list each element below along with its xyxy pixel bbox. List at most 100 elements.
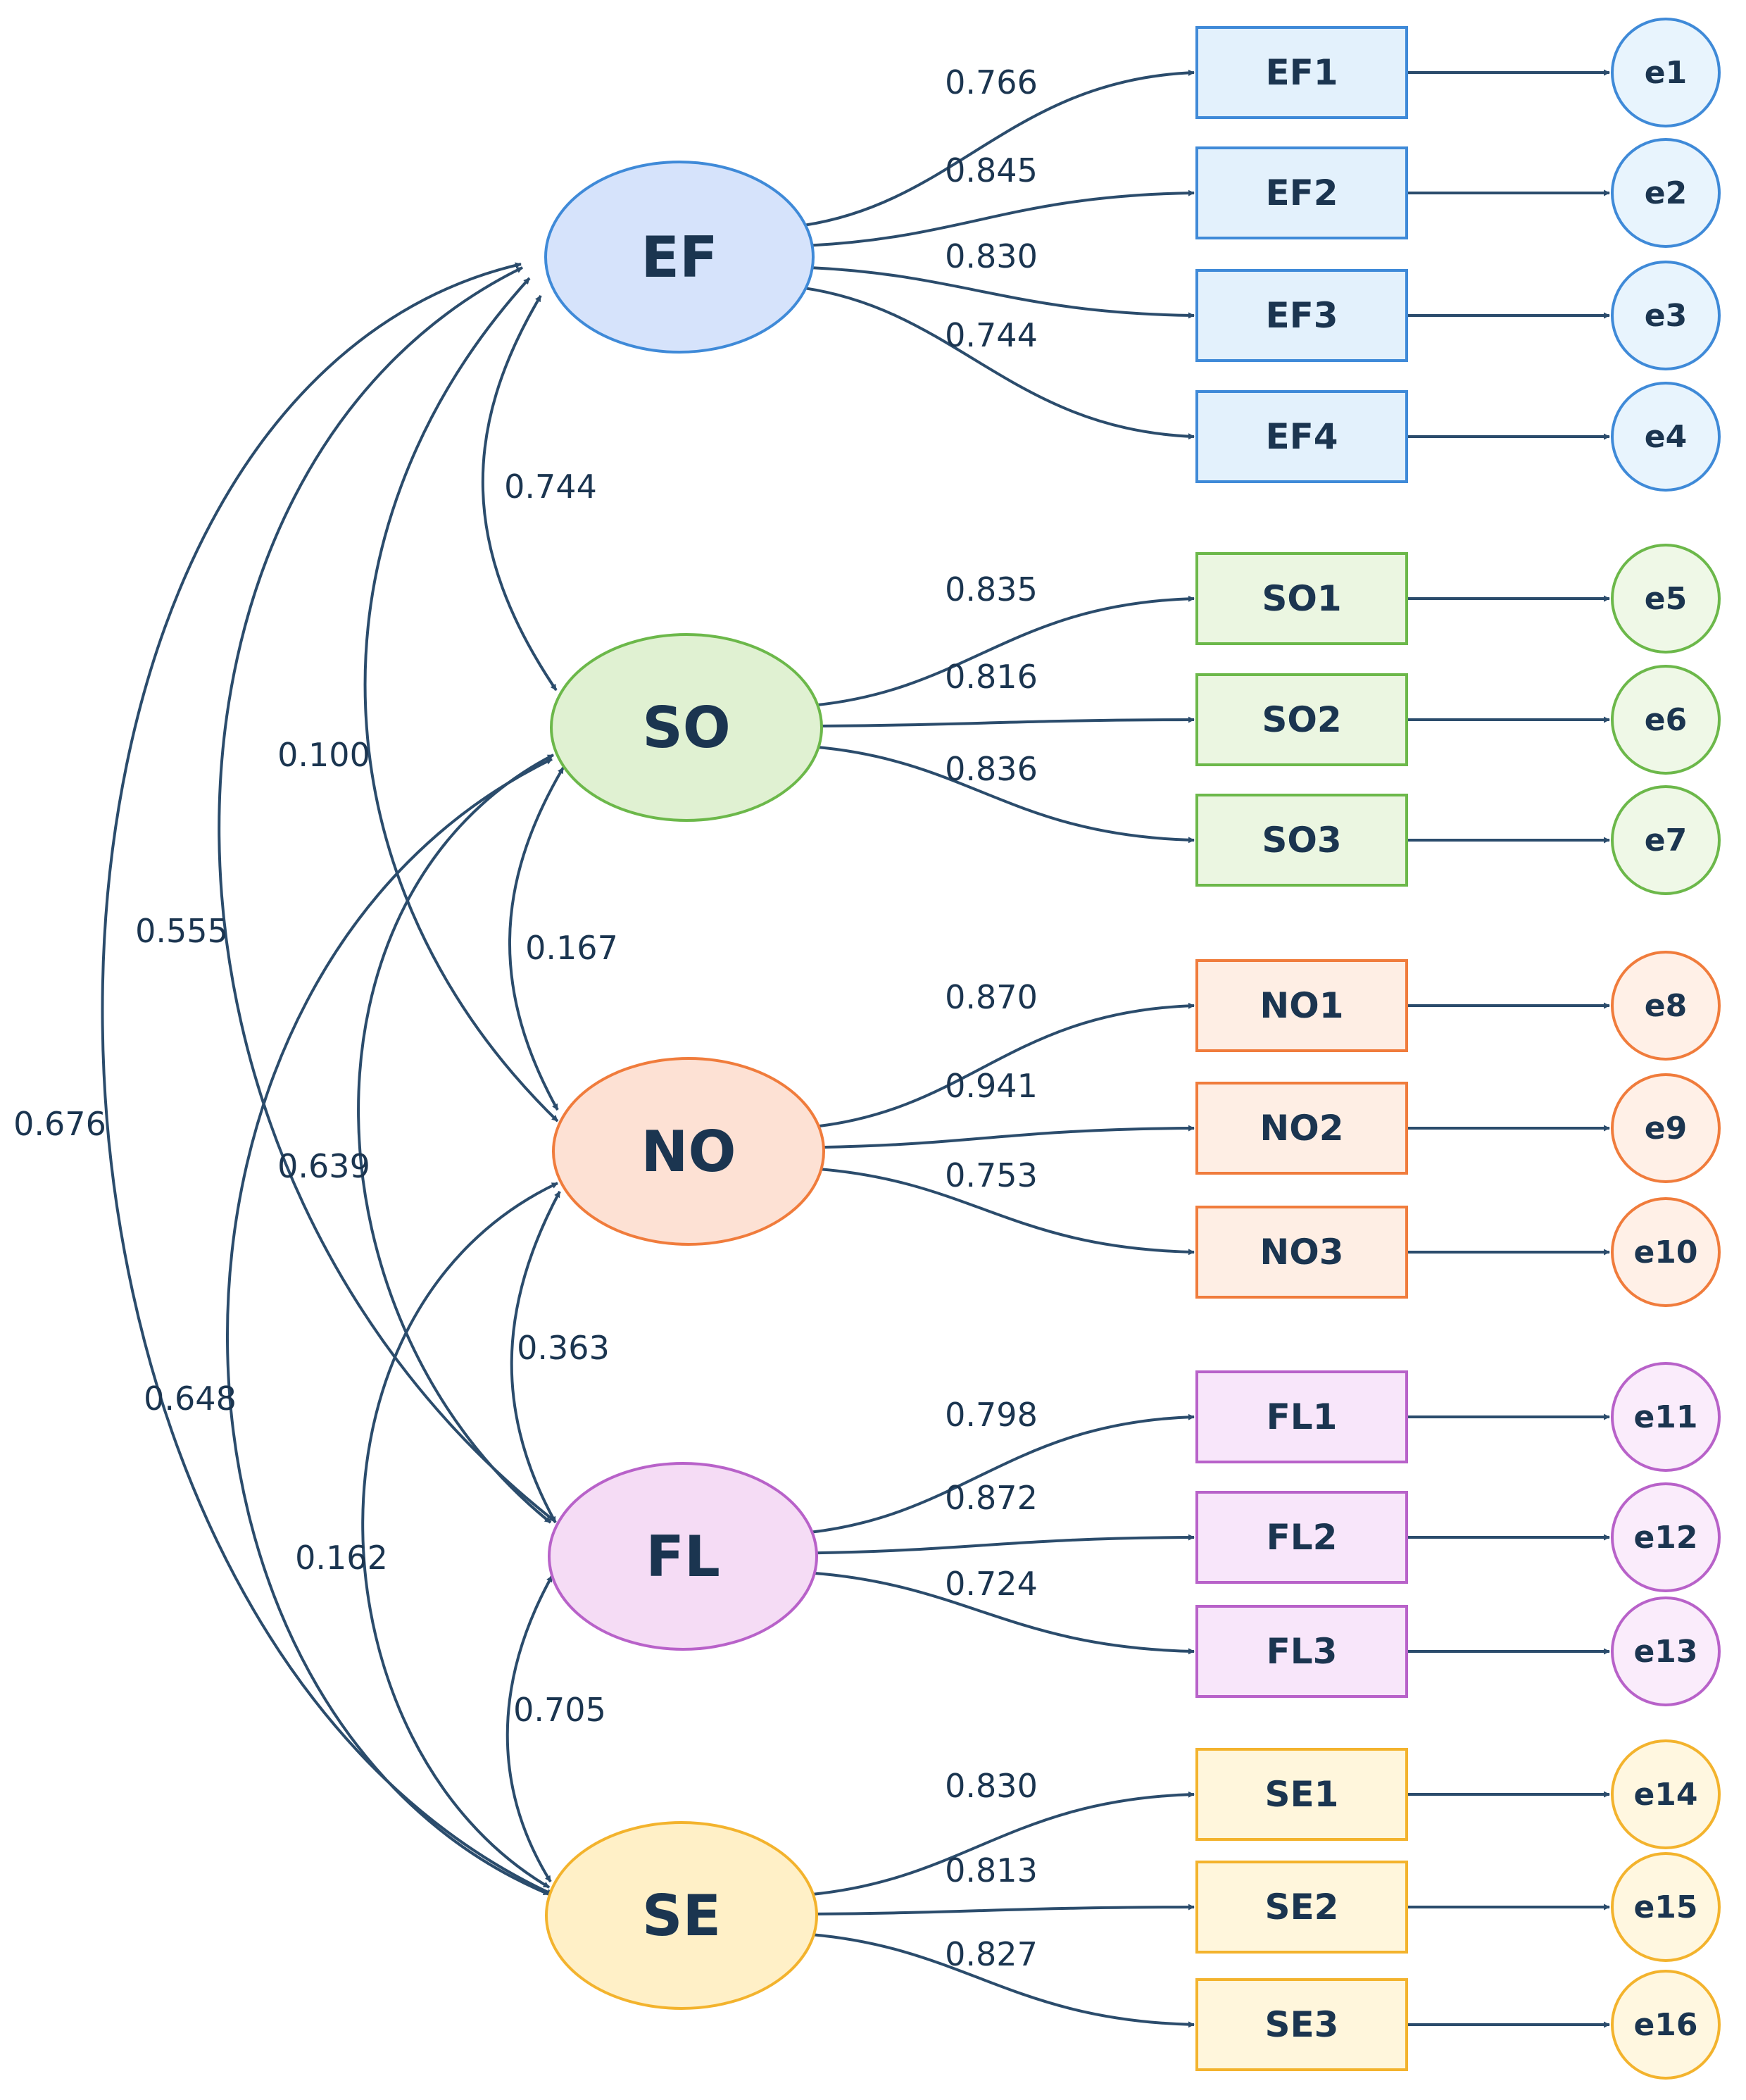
- loading-label-se3: 0.827: [945, 1935, 1038, 1973]
- correlation-paths: [101, 262, 565, 1896]
- error-label: e12: [1633, 1520, 1697, 1556]
- indicator-ef2: EF2: [1195, 146, 1408, 239]
- loading-arrow-se2: [814, 1904, 1195, 1915]
- coefficient-labels: 0.7440.1000.5550.6760.1670.6390.6480.363…: [13, 63, 1038, 1973]
- error-term-e14: e14: [1611, 1739, 1721, 1849]
- error-label: e2: [1645, 175, 1687, 211]
- error-circle: [1611, 18, 1721, 127]
- error-circle: [1611, 1970, 1721, 2080]
- latent-ellipse: [545, 1821, 818, 2010]
- indicator-box: [1195, 1370, 1408, 1463]
- latent-label: EF: [641, 225, 717, 290]
- error-term-e7: e7: [1611, 785, 1721, 895]
- latent-fl: FL: [548, 1462, 818, 1651]
- loading-label-so2: 0.816: [945, 658, 1038, 696]
- indicator-label: EF3: [1265, 295, 1338, 336]
- correlation-label-ef-so: 0.744: [504, 468, 597, 506]
- correlation-arrow-ef-fl: [218, 266, 556, 1523]
- indicator-label: EF1: [1265, 52, 1338, 93]
- indicator-label: EF4: [1265, 416, 1338, 457]
- error-label: e10: [1633, 1235, 1697, 1270]
- loading-label-ef2: 0.845: [945, 151, 1038, 189]
- loading-label-fl1: 0.798: [945, 1396, 1038, 1434]
- error-term-e8: e8: [1611, 951, 1721, 1061]
- indicator-label: SE2: [1265, 1887, 1339, 1927]
- error-label: e1: [1645, 55, 1687, 91]
- error-circle: [1611, 544, 1721, 654]
- indicator-se2: SE2: [1195, 1861, 1408, 1954]
- indicator-box: [1195, 673, 1408, 766]
- correlation-label-ef-fl: 0.555: [135, 912, 228, 950]
- error-term-e3: e3: [1611, 261, 1721, 370]
- correlation-label-no-fl: 0.363: [517, 1329, 610, 1367]
- indicator-no1: NO1: [1195, 959, 1408, 1052]
- error-label: e4: [1645, 419, 1687, 455]
- indicator-label: NO2: [1260, 1108, 1343, 1149]
- indicator-ef1: EF1: [1195, 26, 1408, 119]
- error-label: e14: [1633, 1777, 1697, 1813]
- indicator-so1: SO1: [1195, 552, 1408, 645]
- error-label: e7: [1645, 823, 1687, 858]
- latent-ellipse: [552, 1057, 825, 1246]
- error-term-e1: e1: [1611, 18, 1721, 127]
- indicator-box: [1195, 552, 1408, 645]
- latent-ellipse: [544, 161, 815, 354]
- loading-arrow-so2: [819, 716, 1195, 727]
- loading-arrow-ef1: [802, 69, 1195, 227]
- error-circle: [1611, 785, 1721, 895]
- indicator-no2: NO2: [1195, 1082, 1408, 1175]
- correlation-label-ef-se: 0.676: [13, 1105, 106, 1143]
- loading-paths: [802, 69, 1610, 2028]
- error-term-e5: e5: [1611, 544, 1721, 654]
- error-term-e6: e6: [1611, 665, 1721, 775]
- loading-arrow-no3: [818, 1168, 1195, 1256]
- error-label: e11: [1633, 1399, 1697, 1435]
- loading-label-no1: 0.870: [945, 978, 1038, 1016]
- indicator-box: [1195, 390, 1408, 483]
- error-term-e16: e16: [1611, 1970, 1721, 2080]
- error-label: e6: [1645, 702, 1687, 738]
- error-circle: [1611, 1073, 1721, 1183]
- correlation-arrow-ef-no: [363, 277, 559, 1123]
- loading-arrow-ef4: [803, 286, 1195, 440]
- indicator-so3: SO3: [1195, 794, 1408, 887]
- latent-ellipse: [548, 1462, 818, 1651]
- loading-arrow-so3: [815, 745, 1195, 844]
- error-term-e4: e4: [1611, 382, 1721, 492]
- error-circle: [1611, 382, 1721, 492]
- indicator-se1: SE1: [1195, 1748, 1408, 1841]
- error-circle: [1611, 1197, 1721, 1307]
- indicator-ef4: EF4: [1195, 390, 1408, 483]
- error-circle: [1611, 1739, 1721, 1849]
- latent-label: SE: [642, 1883, 721, 1949]
- error-term-e11: e11: [1611, 1362, 1721, 1472]
- indicator-label: NO1: [1260, 985, 1343, 1026]
- indicator-label: FL1: [1267, 1396, 1338, 1437]
- correlation-arrow-so-no: [508, 766, 565, 1111]
- loading-arrow-fl2: [814, 1534, 1195, 1555]
- latent-label: NO: [641, 1119, 736, 1185]
- indicator-box: [1195, 1082, 1408, 1175]
- indicator-box: [1195, 1748, 1408, 1841]
- indicator-box: [1195, 1491, 1408, 1584]
- indicator-ef3: EF3: [1195, 269, 1408, 362]
- indicator-box: [1195, 269, 1408, 362]
- loading-label-so3: 0.836: [945, 750, 1038, 788]
- error-circle: [1611, 261, 1721, 370]
- indicator-label: SE3: [1265, 2004, 1339, 2045]
- loading-arrow-no2: [820, 1125, 1195, 1149]
- error-label: e15: [1633, 1889, 1697, 1925]
- loading-arrow-se1: [810, 1791, 1195, 1896]
- latent-ef: EF: [544, 161, 815, 354]
- indicator-label: SO2: [1262, 699, 1341, 740]
- correlation-label-so-se: 0.648: [144, 1380, 237, 1418]
- error-circle: [1611, 1482, 1721, 1592]
- indicator-no3: NO3: [1195, 1206, 1408, 1299]
- loading-arrow-so1: [815, 595, 1195, 707]
- indicator-se3: SE3: [1195, 1978, 1408, 2071]
- correlation-label-so-no: 0.167: [525, 929, 618, 967]
- loading-label-so1: 0.835: [945, 570, 1038, 608]
- correlation-arrow-so-fl: [357, 754, 554, 1524]
